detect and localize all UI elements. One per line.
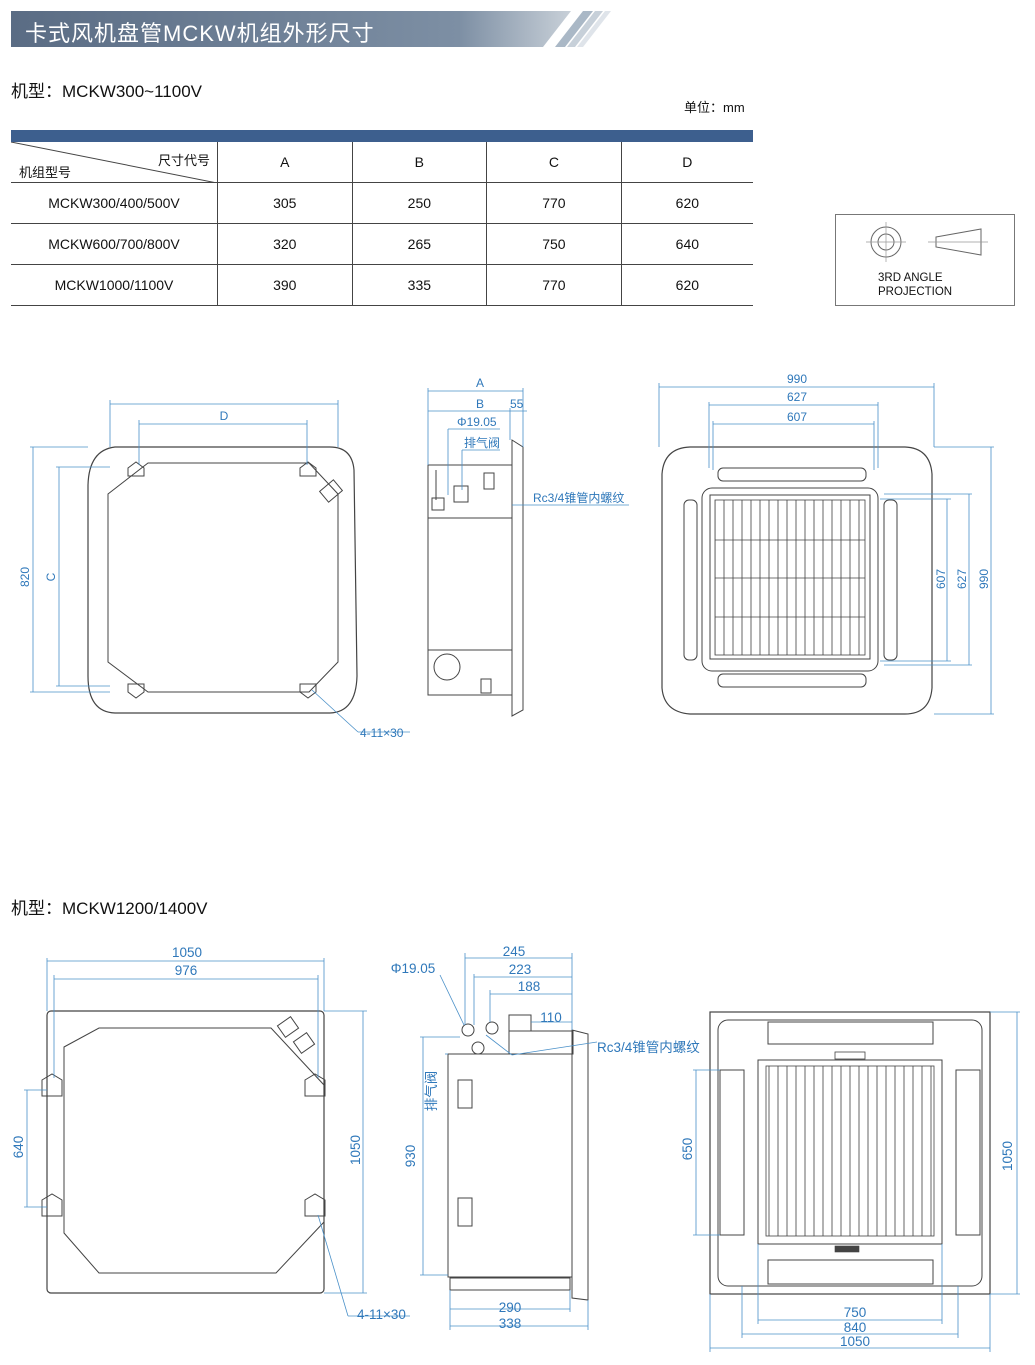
column-header: C [486, 142, 622, 183]
cell-value: 640 [620, 223, 753, 265]
banner-background [11, 11, 611, 47]
cell-value: 335 [351, 264, 487, 306]
page-title: 卡式风机盘管MCKW机组外形尺寸 [25, 21, 375, 46]
unit1-top-dimension-lines [30, 400, 410, 733]
dim-338-label: 338 [499, 1316, 522, 1331]
dim-1050-height-label: 1050 [348, 1135, 363, 1165]
dim-640-height-label: 640 [11, 1136, 26, 1159]
thread-label-2: Rc3/4锥管内螺纹 [597, 1040, 700, 1055]
projection-symbol-box: 3RD ANGLE PROJECTION [835, 214, 1015, 306]
cell-value: 265 [351, 223, 487, 265]
projection-line-1: 3RD ANGLE [878, 272, 943, 284]
row-model: MCKW600/700/800V [11, 223, 218, 265]
dim-1050-width-label: 1050 [172, 945, 202, 960]
dim-990-width-label: 990 [787, 372, 807, 386]
unit1-side-view [427, 439, 524, 717]
dim-930-height-label: 930 [403, 1145, 418, 1168]
dim-1050-width-label-2: 1050 [840, 1334, 870, 1349]
table-row: MCKW300/400/500V 305 250 770 620 [11, 182, 753, 224]
dim-c-label: C [44, 572, 58, 581]
unit2-top-view [41, 1010, 326, 1294]
cell-value: 770 [486, 264, 622, 306]
title-banner: 卡式风机盘管MCKW机组外形尺寸 [11, 11, 611, 47]
cell-value: 390 [217, 264, 353, 306]
row-model: MCKW1000/1100V [11, 264, 218, 306]
mounting-holes-label: 4-11×30 [360, 726, 404, 740]
pipe-diameter-label-2: Φ19.05 [391, 961, 436, 976]
cell-value: 250 [351, 182, 487, 224]
cell-value: 305 [217, 182, 353, 224]
dim-223-label: 223 [509, 962, 532, 977]
column-header: B [351, 142, 487, 183]
dim-1050-height-label-2: 1050 [1000, 1141, 1015, 1171]
corner-label-dimension: 尺寸代号 [157, 153, 210, 168]
unit2-side-view [447, 1014, 589, 1301]
air-vent-label-2: 排气阀 [424, 1071, 439, 1112]
model-label-2: 机型：MCKW1200/1400V [11, 899, 208, 918]
dim-627-height-label: 627 [955, 569, 969, 589]
unit1-bottom-dimension-lines [658, 383, 994, 715]
dim-820-label: 820 [18, 567, 32, 587]
table-row: MCKW600/700/800V 320 265 750 640 [11, 223, 753, 265]
projection-line-2: PROJECTION [878, 286, 953, 298]
column-header: D [620, 142, 753, 183]
corner-label-model: 机组型号 [19, 165, 72, 180]
row-model: MCKW300/400/500V [11, 182, 218, 224]
pipe-diameter-label: Φ19.05 [457, 415, 497, 429]
projection-text: 3RD ANGLE PROJECTION [878, 271, 952, 299]
unit2-top-dimension-lines [24, 958, 410, 1317]
unit1-bottom-view [661, 446, 933, 715]
dim-976-width-label: 976 [175, 963, 198, 978]
thread-label: Rc3/4锥管内螺纹 [533, 490, 624, 505]
unit2-bottom-view [709, 1011, 991, 1295]
dim-110-label: 110 [540, 1010, 562, 1025]
unit2-bottom-dimension-lines [693, 1011, 1020, 1352]
dim-188-label: 188 [518, 979, 541, 994]
table-header-row: 尺寸代号 机组型号 A B C D [11, 142, 753, 183]
corner-diagonal [11, 142, 217, 183]
dim-290-label: 290 [499, 1300, 522, 1315]
cell-value: 320 [217, 223, 353, 265]
air-vent-label: 排气阀 [464, 435, 500, 450]
table-header-bar [11, 130, 753, 142]
model-label-1: 机型：MCKW300~1100V [11, 82, 203, 101]
dim-d-label: D [220, 409, 229, 423]
table-row: MCKW1000/1100V 390 335 770 620 [11, 264, 753, 306]
cell-value: 770 [486, 182, 622, 224]
dim-650-height-label: 650 [680, 1138, 695, 1161]
dim-607-height-label: 607 [934, 569, 948, 589]
dim-a-label: A [476, 376, 484, 390]
table-corner-cell: 尺寸代号 机组型号 [11, 142, 218, 183]
dim-b-label: B [476, 397, 484, 411]
dim-990-height-label: 990 [977, 569, 991, 589]
dim-607-width-label: 607 [787, 410, 807, 424]
cell-value: 620 [620, 264, 753, 306]
dim-750-label: 750 [844, 1305, 867, 1320]
dim-55-label: 55 [510, 397, 524, 411]
unit1-top-view [87, 446, 358, 714]
dim-245-label: 245 [503, 944, 526, 959]
cell-value: 750 [486, 223, 622, 265]
unit1-side-dimension-lines [427, 388, 629, 506]
cell-value: 620 [620, 182, 753, 224]
column-header: A [217, 142, 353, 183]
unit-label: 单位：mm [684, 100, 745, 115]
dimension-table: 尺寸代号 机组型号 A B C D MCKW300/400/500V 305 2… [11, 130, 753, 306]
projection-symbol [866, 222, 988, 262]
unit2-side-dimension-lines [420, 953, 598, 1330]
dim-627-width-label: 627 [787, 390, 807, 404]
dim-840-label: 840 [844, 1320, 867, 1335]
mounting-holes-label-2: 4-11×30 [357, 1307, 406, 1322]
